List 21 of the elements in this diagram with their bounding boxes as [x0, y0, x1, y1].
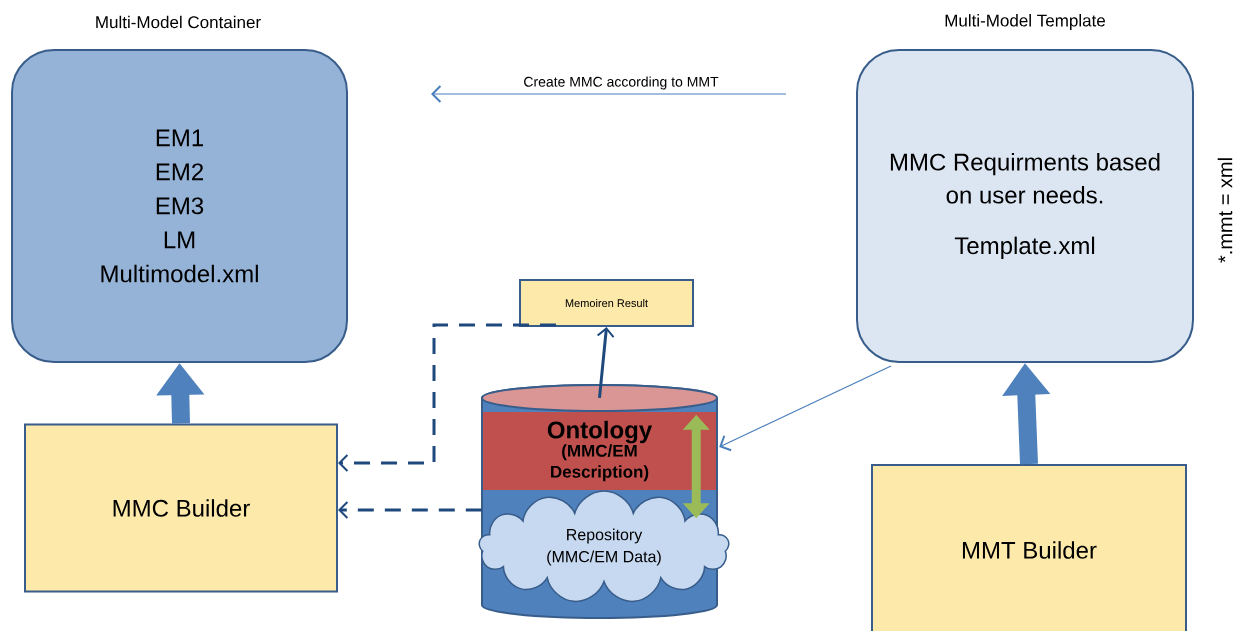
repository-cloud: Repository (MMC/EM Data) — [478, 490, 730, 603]
builder-box: MMT Builder — [871, 464, 1187, 631]
arrow — [596, 327, 615, 398]
builder-box: MMC Builder — [24, 423, 338, 593]
edge-label: Create MMC according to MMT — [522, 75, 720, 91]
box-heading: Multi-Model Container — [96, 15, 261, 29]
arrow — [431, 85, 787, 103]
result-box: Memoiren Result — [519, 279, 694, 327]
ontology-band: Ontology (MMC/EM Description) — [483, 412, 716, 490]
dashed-arrow — [338, 501, 482, 519]
node-label: EM3 — [156, 197, 204, 215]
template-box: MMC Requirments based on user needs. Template.xml — [856, 49, 1194, 363]
node-label: EM1 — [156, 129, 204, 147]
node-label: Multimodel.xml — [101, 264, 258, 283]
arrow — [719, 365, 892, 452]
node-label: LM — [164, 231, 195, 249]
container-box: EM1 EM2 EM3 LM Multimodel.xml — [11, 49, 348, 363]
box-heading: Multi-Model Template — [945, 14, 1105, 30]
side-note: *.mmt = xml — [1217, 158, 1233, 263]
node-label: EM2 — [156, 163, 203, 181]
dashed-arrow — [338, 323, 556, 472]
